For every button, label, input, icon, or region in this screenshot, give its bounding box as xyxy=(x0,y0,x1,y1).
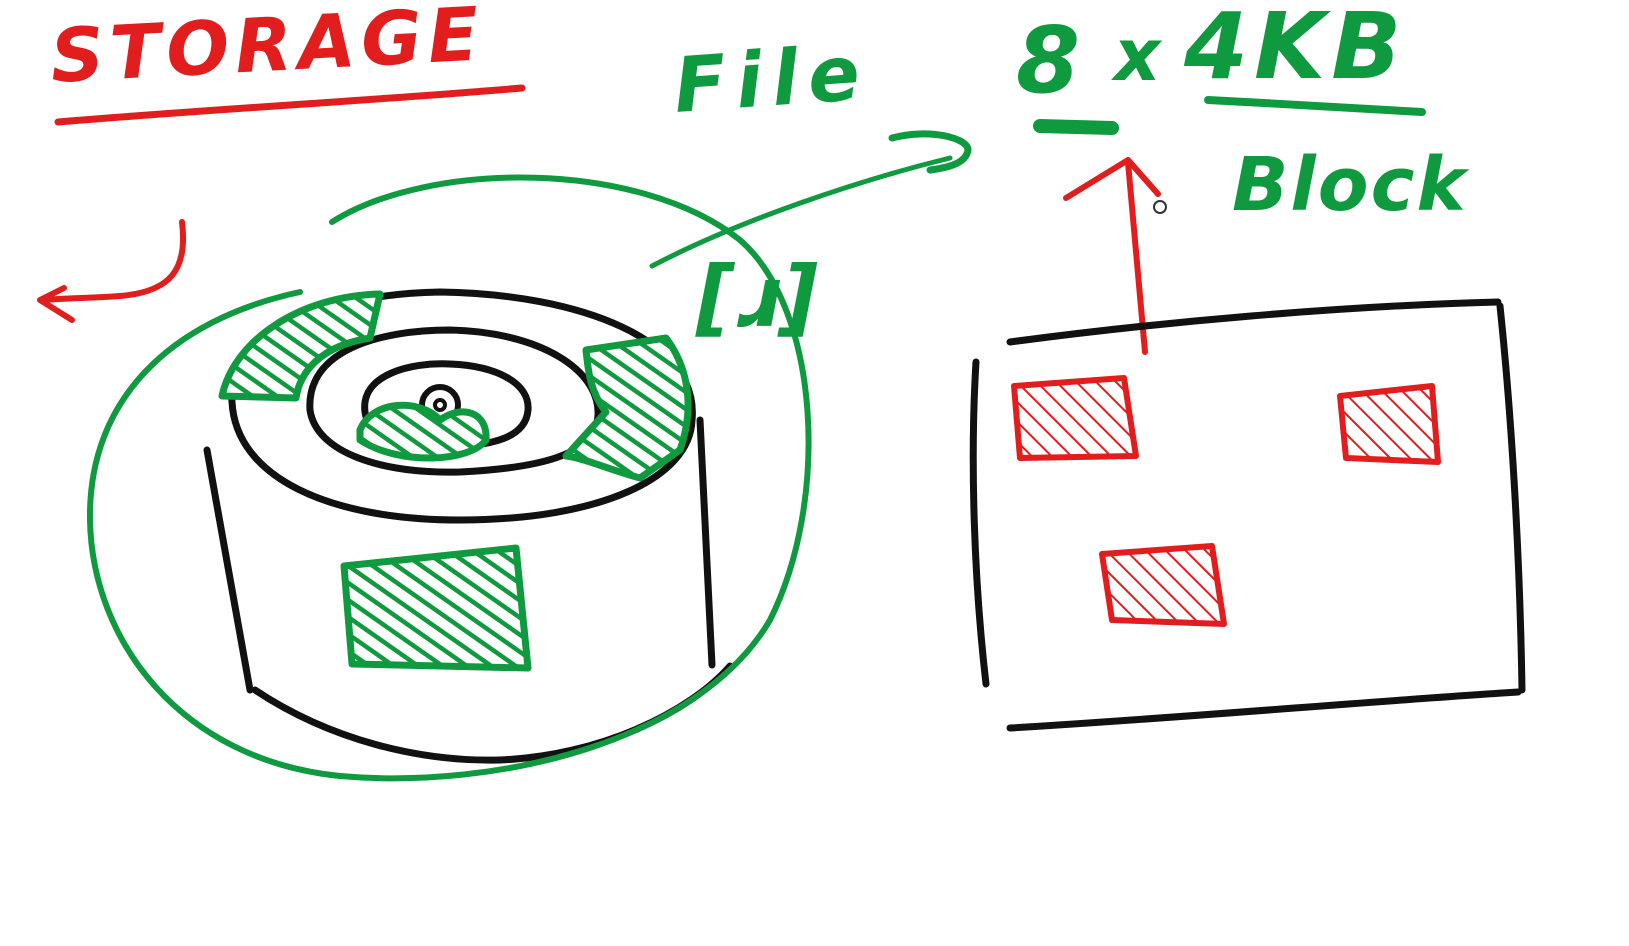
times-sign: x xyxy=(1111,13,1163,97)
bracket-text: [ɹ] xyxy=(695,248,818,346)
up-arrow-icon xyxy=(1063,157,1161,355)
file-block-2 xyxy=(1337,383,1441,465)
storage-title: STORAGE xyxy=(48,0,486,100)
file-block-1 xyxy=(1011,375,1139,461)
file-label: File xyxy=(671,28,872,130)
connector-curve xyxy=(649,155,953,269)
block-count: 8 xyxy=(1016,7,1080,114)
block-size-underline xyxy=(1204,96,1426,116)
disk-fragment-side xyxy=(340,544,532,672)
disk-fragment-right xyxy=(562,334,692,482)
block-size: 4KB xyxy=(1183,0,1407,100)
disk-fragment-top-left xyxy=(218,290,384,402)
storage-block-area xyxy=(969,298,1526,732)
block-label: Block xyxy=(1232,142,1469,228)
disk-highlight-circle xyxy=(86,174,812,782)
connector-arrowhead xyxy=(888,130,972,174)
cursor-indicator xyxy=(1153,200,1167,214)
disk-fragment-center xyxy=(356,401,490,462)
file-block-3 xyxy=(1099,543,1227,627)
curved-left-arrow-icon xyxy=(37,219,186,323)
title-underline xyxy=(54,84,526,126)
block-count-underline xyxy=(1033,119,1119,135)
